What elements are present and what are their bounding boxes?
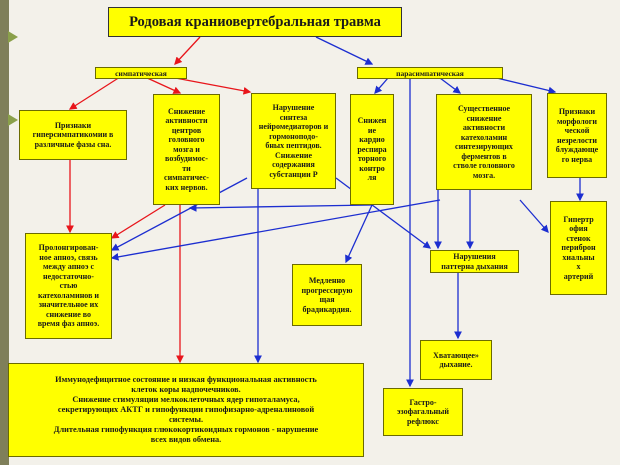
- diagram-title: Родовая краниовертебральная травма: [108, 7, 402, 37]
- arrow-red: [169, 76, 252, 95]
- node-hypersympathicotonia: Признаки гиперсимпатикомии в различные ф…: [19, 110, 127, 160]
- node-hypertrophy: Гипертр офия стенок периброн хиальны х а…: [550, 201, 607, 295]
- arrow-blue: [519, 199, 549, 233]
- arrow-blue: [439, 77, 462, 94]
- node-cardiorespiratory: Снижен ие кардио респира торного контро …: [350, 94, 394, 205]
- node-center-activity: Снижение активности центров головного мо…: [153, 94, 220, 205]
- node-apnea: Пролонгирован- ное апноэ, связь между ап…: [25, 233, 112, 339]
- arrow-blue: [315, 36, 374, 65]
- node-immunodeficiency: Иммунодефицитное состояние и низкая функ…: [8, 363, 364, 457]
- arrow-blue: [188, 203, 373, 212]
- side-stripe: [0, 0, 9, 465]
- branch-label-sympathetic: симпатическая: [95, 67, 187, 79]
- arrow-blue: [110, 177, 248, 251]
- arrow-red: [68, 76, 121, 110]
- node-bradycardia: Медленно прогрессирую щая брадикардия.: [292, 264, 362, 326]
- arrow-blue: [110, 199, 441, 261]
- node-breathing-pattern: Нарушения паттерна дыхания: [430, 250, 519, 273]
- branch-label-parasympathetic: парасимпатическая: [357, 67, 503, 79]
- node-catecholamines: Существенное снижение активности катехол…: [436, 94, 532, 190]
- arrow-blue: [345, 204, 373, 264]
- arrow-red: [144, 76, 182, 94]
- arrow-blue: [374, 77, 389, 94]
- arrow-red: [110, 204, 166, 239]
- node-reflux: Гастро- эзофагальный рефлюкс: [383, 388, 463, 436]
- bullet-arrow-decoration: [8, 31, 18, 43]
- node-morphology: Признаки морфологи ческой незрелости блу…: [547, 93, 607, 178]
- node-gasping: Хватающее» дыхание.: [420, 340, 492, 380]
- arrow-red: [174, 36, 201, 65]
- bullet-arrow-decoration: [8, 114, 18, 126]
- node-neuromediators: Нарушение синтеза нейромедиаторов и горм…: [251, 93, 336, 189]
